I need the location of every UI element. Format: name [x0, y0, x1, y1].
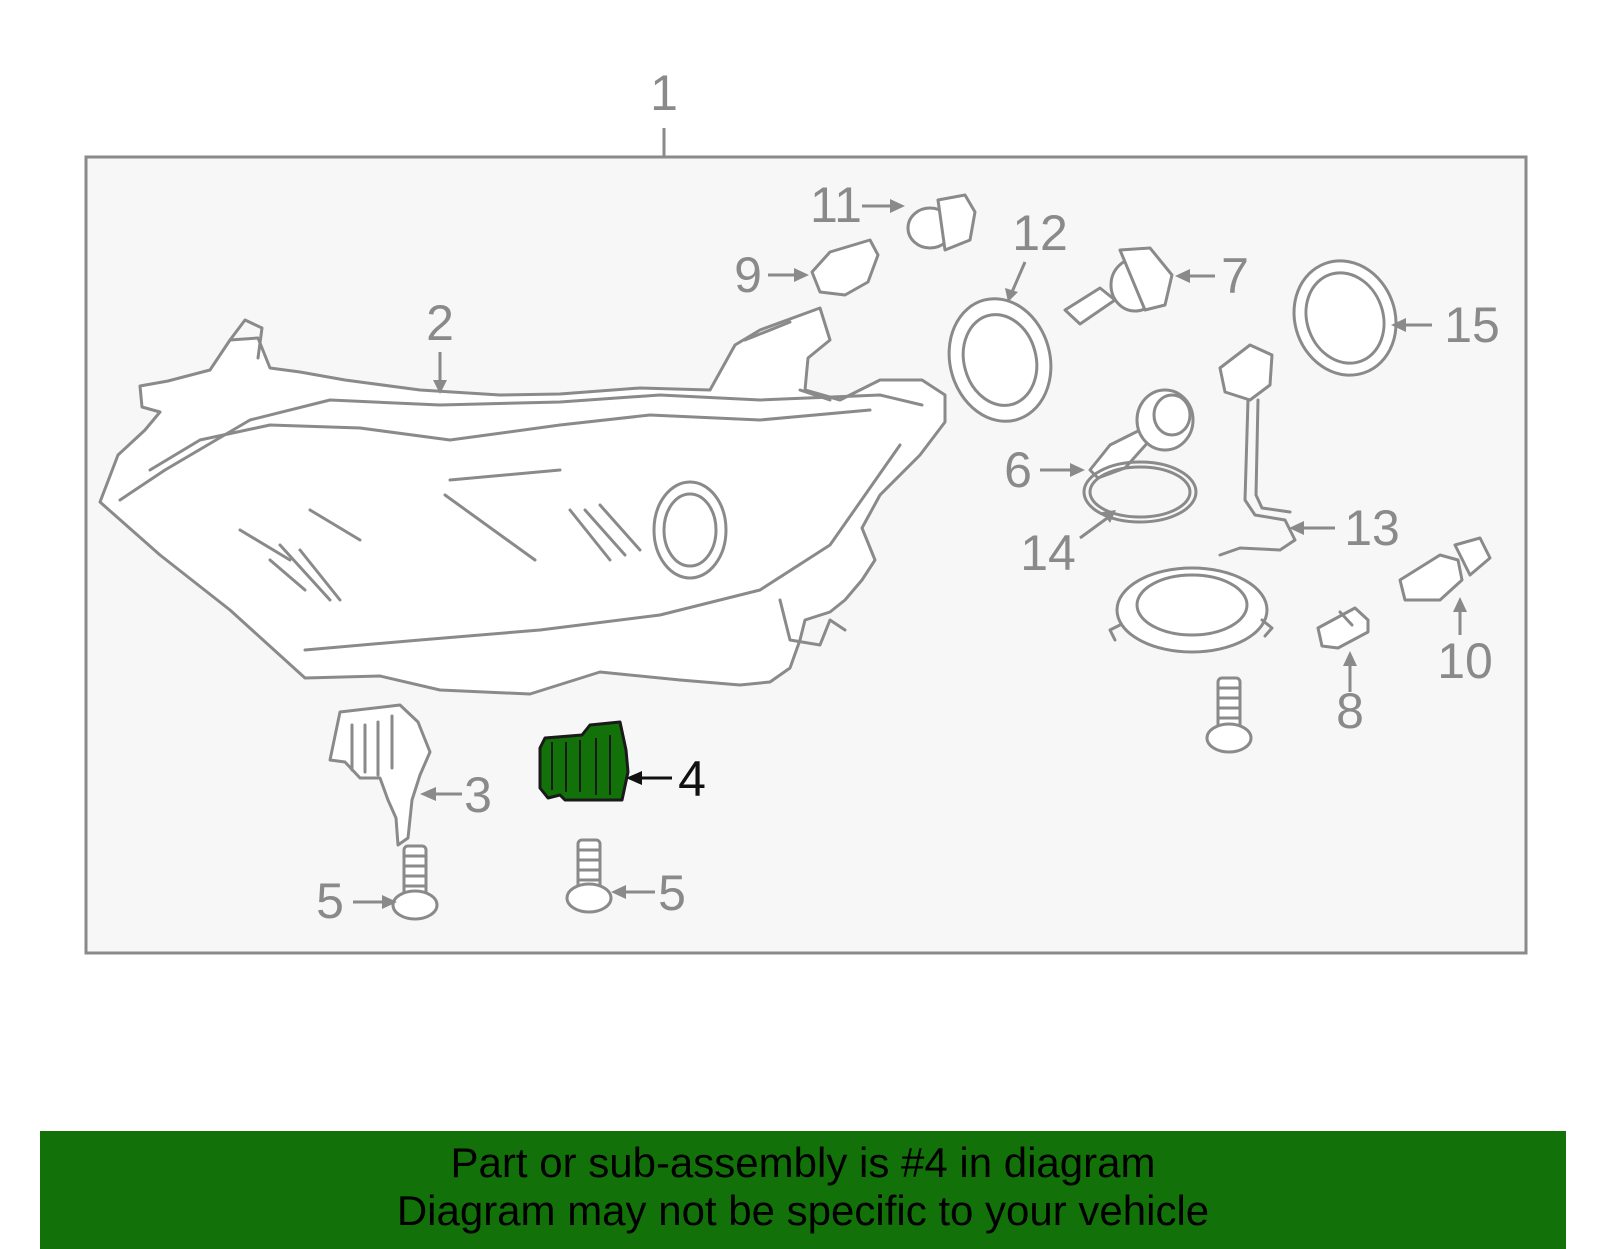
callout-13-arrow: [1289, 521, 1304, 535]
callout-6-arrow: [1070, 463, 1085, 477]
socket-part-11: [906, 193, 977, 252]
callout-10: 10: [1437, 633, 1493, 689]
callout-7-arrow: [1175, 269, 1190, 283]
callout-11: 11: [810, 177, 862, 233]
callout-5-left: 5: [316, 873, 344, 929]
ring-part-15: [1292, 259, 1398, 377]
headlight-assembly: [98, 306, 947, 696]
callout-1: 1: [650, 65, 678, 121]
callout-14-arrow: [1102, 510, 1116, 523]
callout-3-arrow: [420, 787, 436, 801]
footer-banner: Part or sub-assembly is #4 in diagram Di…: [40, 1131, 1566, 1249]
socket-part-10: [1398, 536, 1492, 602]
footer-line-1: Part or sub-assembly is #4 in diagram: [450, 1139, 1156, 1186]
callout-14-leader: [1079, 514, 1111, 540]
callout-13: 13: [1344, 500, 1400, 556]
bulb-part-9: [810, 238, 880, 297]
callout-9: 9: [734, 247, 762, 303]
callout-2-arrow: [433, 380, 447, 394]
bracket-part-3: [328, 703, 432, 847]
callout-7: 7: [1221, 248, 1249, 304]
callout-12: 12: [1012, 205, 1068, 261]
callout-14: 14: [1020, 525, 1076, 581]
callout-5-middle: 5: [658, 865, 686, 921]
callout-8: 8: [1336, 683, 1364, 739]
callout-8-arrow: [1343, 651, 1357, 666]
callout-11-arrow: [890, 199, 905, 213]
callout-4-arrow: [626, 771, 642, 785]
callout-6: 6: [1004, 442, 1032, 498]
callout-9-arrow: [794, 268, 809, 282]
callout-3: 3: [464, 767, 492, 823]
callout-15-arrow: [1391, 318, 1406, 332]
callout-5-middle-arrow: [611, 885, 626, 899]
cap-part-12: [947, 297, 1053, 423]
footer-line-2: Diagram may not be specific to your vehi…: [396, 1187, 1210, 1234]
bolt-part-5-middle: [565, 838, 613, 914]
callout-15: 15: [1444, 297, 1500, 353]
bolt-part-5-left: [391, 844, 439, 921]
bolt-unlabeled: [1205, 676, 1253, 754]
bulb-part-7: [1063, 246, 1174, 326]
callout-2: 2: [426, 295, 454, 351]
callout-5-left-arrow: [382, 895, 397, 909]
callout-10-arrow: [1453, 597, 1467, 612]
callout-12-arrow: [1005, 288, 1018, 302]
callout-12-leader: [1010, 261, 1027, 293]
oring-part-14: [1082, 460, 1198, 524]
bulb-part-6: [1088, 388, 1195, 480]
callout-4: 4: [678, 751, 706, 807]
socket-harness-part-13: [1108, 343, 1297, 654]
highlighted-part-4: [538, 720, 630, 802]
bulb-part-8: [1316, 606, 1370, 650]
